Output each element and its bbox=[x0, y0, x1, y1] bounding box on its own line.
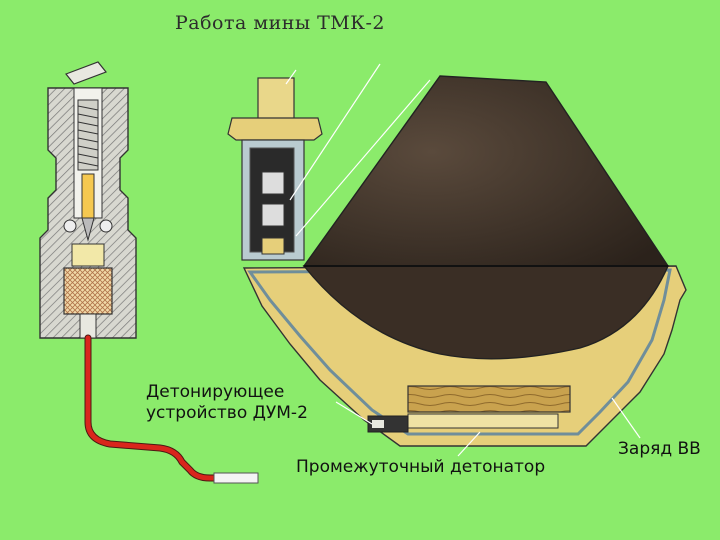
intermediate-detonator-block bbox=[407, 385, 571, 413]
fuze-outlet bbox=[79, 313, 97, 339]
intermediate-detonator-base bbox=[407, 413, 559, 429]
primer-cap bbox=[71, 243, 105, 267]
leader-fuze-upper bbox=[289, 63, 381, 201]
fuze-cross-section bbox=[39, 61, 259, 484]
extension-rod bbox=[257, 77, 295, 125]
leader-fuze-lower bbox=[295, 79, 431, 237]
firing-pin bbox=[81, 217, 95, 242]
retaining-ball-right bbox=[99, 219, 113, 233]
label-intermediate-detonator: Промежуточный детонатор bbox=[296, 457, 546, 477]
fuze-top-pin bbox=[65, 61, 107, 85]
fuze-detonator bbox=[261, 237, 285, 255]
striker-rod bbox=[81, 173, 95, 219]
dum2-cap bbox=[372, 420, 384, 428]
fuze-element-lower bbox=[261, 203, 285, 227]
mine-cross-section bbox=[227, 63, 687, 457]
wire-end-cap bbox=[213, 472, 259, 484]
leader-rod bbox=[285, 69, 297, 85]
fuze-element-upper bbox=[261, 171, 285, 195]
retaining-ball-left bbox=[63, 219, 77, 233]
leader-intermediate bbox=[457, 431, 481, 457]
striker-spring bbox=[77, 99, 99, 171]
fuze-cap bbox=[227, 117, 323, 141]
cone-upper bbox=[302, 75, 670, 267]
leader-dum2 bbox=[335, 401, 373, 425]
fuze-inner bbox=[249, 147, 295, 253]
detonating-wire bbox=[85, 335, 221, 481]
label-dum2-line1: Детонирующее bbox=[146, 382, 285, 402]
mine-casing bbox=[247, 268, 672, 436]
label-dum2-line2: устройство ДУМ-2 bbox=[146, 403, 308, 423]
leader-charge bbox=[611, 397, 641, 439]
cone-bowl bbox=[302, 265, 670, 360]
slide-title: Работа мины ТМК-2 bbox=[175, 12, 385, 34]
label-explosive-charge: Заряд ВВ bbox=[618, 439, 701, 459]
detonator-charge bbox=[63, 267, 113, 315]
